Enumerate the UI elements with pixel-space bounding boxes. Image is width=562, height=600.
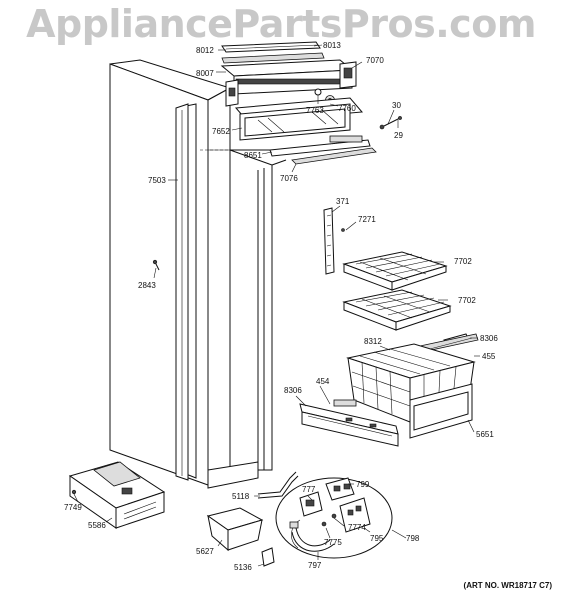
label-455: 455 xyxy=(482,352,496,361)
shelf-support-371 xyxy=(323,207,345,275)
part-labels: 8012 8013 8007 7070 7763 7760 30 29 7652… xyxy=(64,41,498,572)
label-30: 30 xyxy=(392,101,401,110)
label-777: 777 xyxy=(302,485,316,494)
basket-slide-left xyxy=(299,399,399,447)
label-798: 798 xyxy=(406,534,420,543)
label-797: 797 xyxy=(308,561,322,570)
label-371: 371 xyxy=(336,197,350,206)
art-number: (ART NO. WR18717 C7) xyxy=(463,581,552,590)
label-5586: 5586 xyxy=(88,521,106,530)
screw-2843 xyxy=(152,259,160,271)
label-7702-lower: 7702 xyxy=(458,296,476,305)
drain-pan-5627 xyxy=(206,507,264,552)
label-7774: 7774 xyxy=(348,523,366,532)
label-8306-left: 8306 xyxy=(284,386,302,395)
label-8306-right: 8306 xyxy=(480,334,498,343)
label-5627: 5627 xyxy=(196,547,214,556)
label-5118: 5118 xyxy=(232,492,250,501)
cabinet-body xyxy=(109,59,287,489)
basket-slides-right xyxy=(419,333,479,353)
label-8013: 8013 xyxy=(323,41,341,50)
label-7652: 7652 xyxy=(212,127,230,136)
label-7760: 7760 xyxy=(338,104,356,113)
control-box-5586 xyxy=(68,461,166,529)
drain-tube-5118 xyxy=(257,471,299,499)
label-7271: 7271 xyxy=(358,215,376,224)
label-7076: 7076 xyxy=(280,174,298,183)
top-housing xyxy=(220,41,357,107)
watermark-logo: AppliancePartsPros.com xyxy=(26,2,536,46)
label-454: 454 xyxy=(316,377,330,386)
label-795: 795 xyxy=(370,534,384,543)
leader-lines xyxy=(73,44,480,567)
label-5651: 5651 xyxy=(476,430,494,439)
clip-5136 xyxy=(261,547,275,567)
label-8651: 8651 xyxy=(244,151,262,160)
label-29: 29 xyxy=(394,131,403,140)
wire-basket xyxy=(346,343,476,439)
wire-shelf-upper xyxy=(342,251,448,291)
label-7503: 7503 xyxy=(148,176,166,185)
shelf-rails xyxy=(269,135,377,165)
label-7749: 7749 xyxy=(64,503,82,512)
label-799: 799 xyxy=(356,480,370,489)
thermostat-assembly-798 xyxy=(275,477,393,559)
label-7763: 7763 xyxy=(306,106,324,115)
glass-shelf-7652 xyxy=(234,97,364,141)
label-8007: 8007 xyxy=(196,69,214,78)
label-5136: 5136 xyxy=(234,563,252,572)
label-8012: 8012 xyxy=(196,46,214,55)
hinge-parts xyxy=(379,116,402,130)
label-7702-upper: 7702 xyxy=(454,257,472,266)
label-2843: 2843 xyxy=(138,281,156,290)
label-7070: 7070 xyxy=(366,56,384,65)
wire-shelf-lower xyxy=(342,289,452,331)
label-7775: 7775 xyxy=(324,538,342,547)
label-8312: 8312 xyxy=(364,337,382,346)
